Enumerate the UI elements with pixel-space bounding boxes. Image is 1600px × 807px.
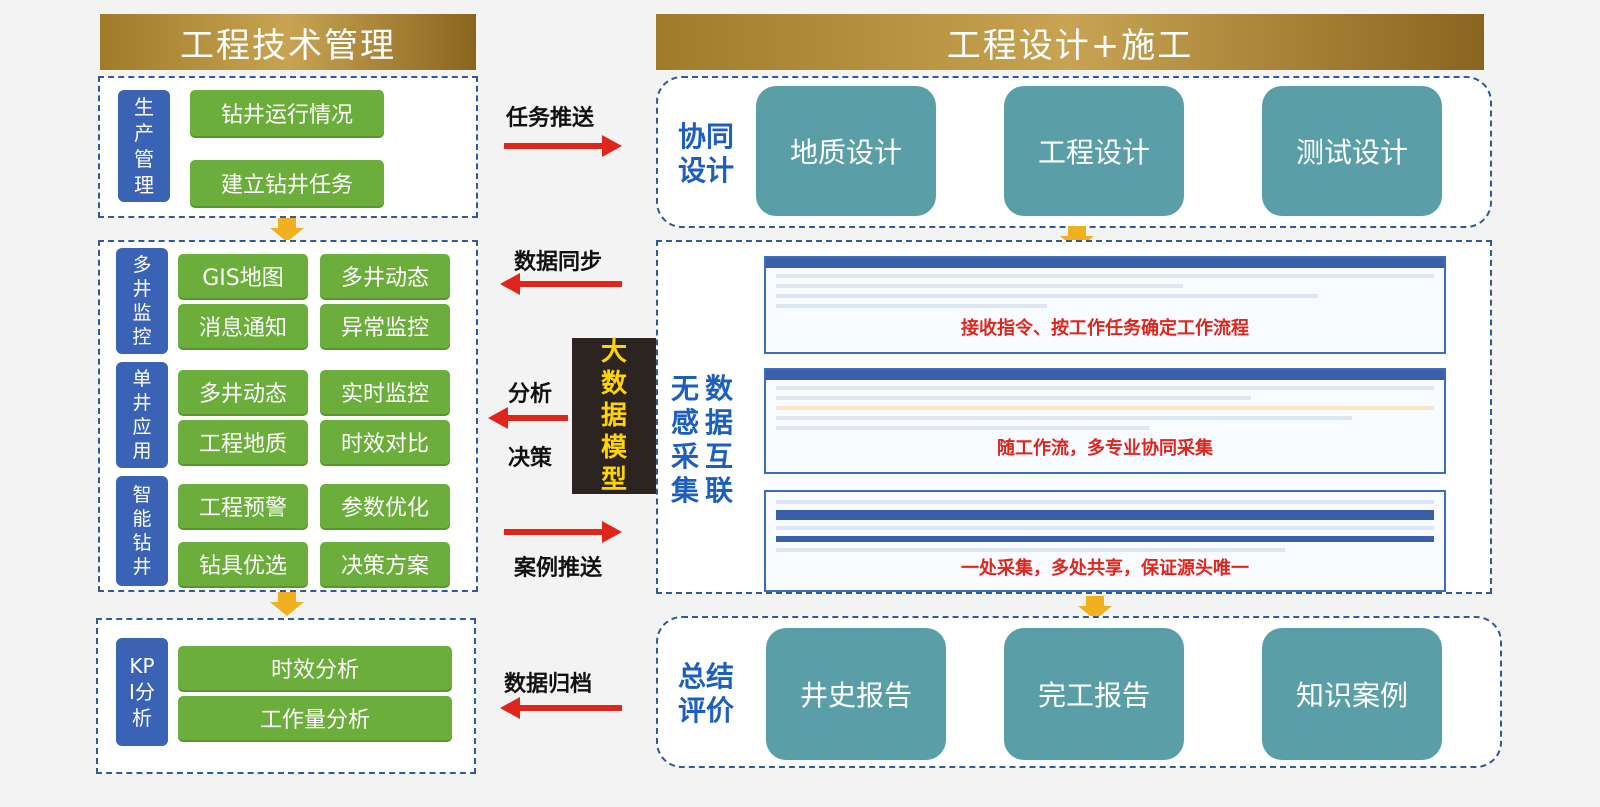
collect-caption: 随工作流，多专业协同采集 bbox=[997, 438, 1213, 459]
knowledge-case-box[interactable]: 知识案例 bbox=[1262, 628, 1442, 760]
create-drilling-task-button[interactable]: 建立钻井任务 bbox=[190, 160, 384, 206]
workload-analysis-button[interactable]: 工作量分析 bbox=[178, 696, 452, 740]
single-well-tag: 单井应用 bbox=[116, 362, 168, 468]
timeliness-analysis-button[interactable]: 时效分析 bbox=[178, 646, 452, 690]
engineering-warning-button[interactable]: 工程预警 bbox=[178, 484, 308, 528]
data-interconnect-label: 数据互联 bbox=[704, 372, 733, 507]
parameter-optimize-button[interactable]: 参数优化 bbox=[320, 484, 450, 528]
right-header: 工程设计+施工 bbox=[656, 14, 1484, 70]
share-caption: 一处采集，多处共享，保证源头唯一 bbox=[961, 558, 1249, 579]
big-data-model: 大数据模型 bbox=[572, 337, 656, 495]
production-tag: 生产管理 bbox=[118, 90, 170, 202]
geology-design-box[interactable]: 地质设计 bbox=[756, 86, 936, 216]
drilling-status-button[interactable]: 钻井运行情况 bbox=[190, 90, 384, 136]
message-notice-button[interactable]: 消息通知 bbox=[178, 304, 308, 348]
timeliness-compare-button[interactable]: 时效对比 bbox=[320, 420, 450, 464]
data-archive-label: 数据归档 bbox=[504, 672, 593, 697]
down-arrow-icon bbox=[1078, 596, 1112, 620]
collab-design-label: 协同设计 bbox=[678, 120, 735, 187]
left-arrow-icon bbox=[488, 407, 568, 429]
well-history-report-box[interactable]: 井史报告 bbox=[766, 628, 946, 760]
decision-label: 决策 bbox=[508, 446, 553, 471]
collect-screenshot: 随工作流，多专业协同采集 bbox=[764, 368, 1446, 474]
share-screenshot: 一处采集，多处共享，保证源头唯一 bbox=[764, 490, 1446, 592]
anomaly-monitor-button[interactable]: 异常监控 bbox=[320, 304, 450, 348]
task-push-label: 任务推送 bbox=[506, 106, 595, 131]
right-arrow-icon bbox=[504, 135, 622, 157]
engineering-design-box[interactable]: 工程设计 bbox=[1004, 86, 1184, 216]
completion-report-box[interactable]: 完工报告 bbox=[1004, 628, 1184, 760]
case-push-label: 案例推送 bbox=[514, 556, 603, 581]
tool-selection-button[interactable]: 钻具优选 bbox=[178, 542, 308, 586]
down-arrow-icon bbox=[270, 592, 304, 616]
analysis-label: 分析 bbox=[508, 382, 553, 407]
single-multi-well-dynamics-button[interactable]: 多井动态 bbox=[178, 370, 308, 414]
workflow-caption: 接收指令、按工作任务确定工作流程 bbox=[961, 318, 1249, 339]
left-header: 工程技术管理 bbox=[100, 14, 476, 70]
down-arrow-icon bbox=[1060, 226, 1094, 250]
smart-drilling-tag: 智能钻井 bbox=[116, 476, 168, 586]
multi-well-tag: 多井监控 bbox=[116, 248, 168, 354]
gis-map-button[interactable]: GIS地图 bbox=[178, 254, 308, 298]
summary-label: 总结评价 bbox=[678, 660, 735, 727]
left-arrow-icon bbox=[500, 697, 622, 719]
left-arrow-icon bbox=[500, 273, 622, 295]
right-arrow-icon bbox=[504, 521, 622, 543]
down-arrow-icon bbox=[270, 218, 304, 242]
engineering-geology-button[interactable]: 工程地质 bbox=[178, 420, 308, 464]
multi-well-dynamics-button[interactable]: 多井动态 bbox=[320, 254, 450, 298]
workflow-screenshot: 接收指令、按工作任务确定工作流程 bbox=[764, 256, 1446, 354]
seamless-collect-label: 无感采集 bbox=[670, 372, 699, 507]
data-sync-label: 数据同步 bbox=[514, 250, 603, 275]
test-design-box[interactable]: 测试设计 bbox=[1262, 86, 1442, 216]
decision-plan-button[interactable]: 决策方案 bbox=[320, 542, 450, 586]
realtime-monitor-button[interactable]: 实时监控 bbox=[320, 370, 450, 414]
